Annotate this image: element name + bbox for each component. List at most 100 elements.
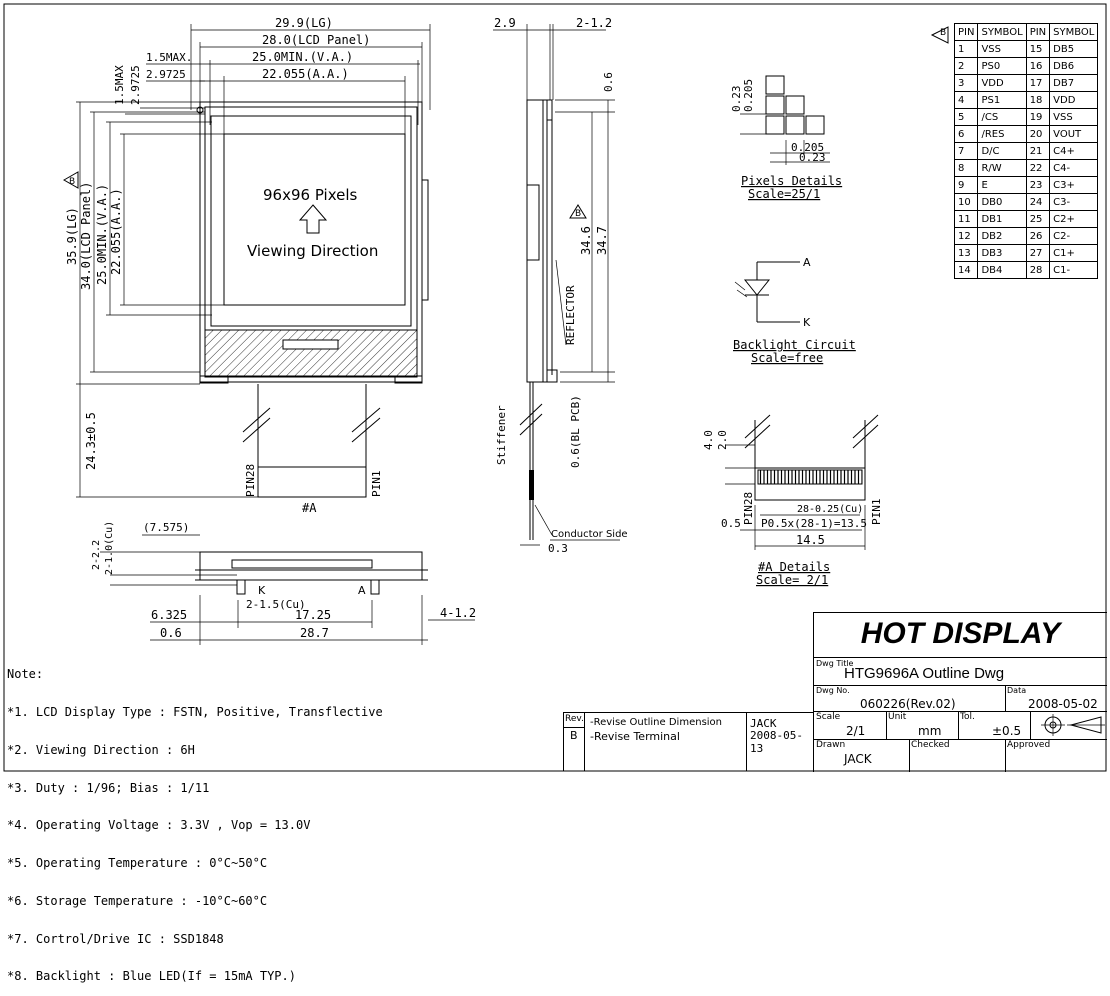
pixels-text: 96x96 Pixels — [263, 186, 358, 204]
checked-label: Checked — [911, 740, 950, 750]
pin-header: PIN — [953, 23, 979, 41]
dwg-no: 060226(Rev.02) — [860, 697, 956, 711]
pin-number-cell: 8 — [953, 159, 979, 177]
scale-label: Scale — [816, 712, 841, 722]
detail-pin1: PIN1 — [870, 499, 883, 526]
stiffener-label: Stiffener — [495, 405, 508, 465]
pin-symbol-cell: DB5 — [1049, 40, 1099, 58]
pin-number-cell: 16 — [1025, 57, 1051, 75]
pin-number-cell: 1 — [953, 40, 979, 58]
pin-symbol-cell: D/C — [977, 142, 1027, 160]
pin-number-cell: 23 — [1025, 176, 1051, 194]
note-item: *1. LCD Display Type : FSTN, Positive, T… — [7, 704, 383, 719]
viewing-direction-arrow-icon — [298, 204, 328, 234]
bottom-dim-1725: 17.25 — [295, 608, 331, 622]
pin-number-cell: 28 — [1025, 261, 1051, 279]
rev-value: B — [570, 729, 578, 742]
pin-symbol-cell: DB1 — [977, 210, 1027, 228]
note-item: *2. Viewing Direction : 6H — [7, 742, 195, 757]
revision-block: Rev. B -Revise Outline Dimension -Revise… — [563, 712, 814, 771]
detail-a-title: #A Details — [758, 560, 830, 574]
pin-number-cell: 13 — [953, 244, 979, 262]
pin-symbol-cell: VDD — [977, 74, 1027, 92]
pin-symbol-cell: DB7 — [1049, 74, 1099, 92]
note-item: *3. Duty : 1/96; Bias : 1/11 — [7, 780, 210, 795]
bottom-dim-22: 2-2.2 — [91, 540, 102, 570]
dim-offset: 2.9725 — [146, 68, 186, 81]
pixels-dim-0205: 0.205 — [742, 79, 755, 112]
side-dim-2-1-2: 2-1.2 — [576, 16, 612, 30]
pin-symbol-cell: C1+ — [1049, 244, 1099, 262]
pin-number-cell: 15 — [1025, 40, 1051, 58]
revision-triangle — [62, 171, 79, 189]
pin-symbol-cell: C2+ — [1049, 210, 1099, 228]
side-revision-mark: B — [575, 209, 581, 219]
backlight-scale: Scale=free — [751, 351, 823, 365]
pin-number-cell: 9 — [953, 176, 979, 194]
drawing-border — [3, 3, 1107, 772]
bl-pcb-label: 0.6(BL PCB) — [569, 395, 582, 468]
pin-symbol-cell: /CS — [977, 108, 1027, 126]
pin-number-cell: 14 — [953, 261, 979, 279]
dwg-title-label: Dwg Title — [816, 659, 854, 668]
pin-number-cell: 24 — [1025, 193, 1051, 211]
bottom-dim-7575: (7.575) — [143, 521, 189, 534]
bottom-dim-10cu: 2-1.0(Cu) — [104, 521, 115, 575]
pixels-dim-0205-h: 0.205 — [791, 141, 824, 154]
rev-label: Rev. — [565, 714, 584, 724]
pin-number-cell: 22 — [1025, 159, 1051, 177]
dim-fpc-length: 24.3±0.5 — [84, 412, 98, 470]
conductor-side-label: Conductor Side — [551, 529, 628, 540]
tol-label: Tol. — [960, 712, 975, 722]
unit-value: mm — [918, 724, 942, 738]
revision-mark: B — [69, 177, 75, 187]
pin-symbol-cell: VOUT — [1049, 125, 1099, 143]
pin-symbol-cell: /RES — [977, 125, 1027, 143]
title-block: HOT DISPLAY Dwg Title HTG9696A Outline D… — [813, 612, 1107, 772]
dim-overall-height: 35.9(LG) — [65, 207, 79, 265]
pixels-scale: Scale=25/1 — [748, 187, 820, 201]
bottom-view: K A 2-1.5(Cu) (7.575) 2-2.2 2-1.0(Cu) 6.… — [91, 521, 476, 645]
data-value: 2008-05-02 — [1028, 697, 1098, 711]
dim-max: 1.5MAX. — [146, 51, 192, 64]
dim-aa-height: 22.055(A.A.) — [109, 188, 123, 275]
notes: Note: *1. LCD Display Type : FSTN, Posit… — [7, 643, 383, 996]
data-label: Data — [1007, 686, 1027, 695]
pin-symbol-cell: C4- — [1049, 159, 1099, 177]
backlight-title: Backlight Circuit — [733, 338, 856, 352]
detail-a-scale: Scale= 2/1 — [756, 573, 828, 587]
drawn-label: Drawn — [816, 740, 846, 750]
side-dim-03: 0.3 — [548, 542, 568, 555]
detail-dim-05: 0.5 — [721, 517, 741, 530]
dim-lcd-panel-width: 28.0(LCD Panel) — [262, 33, 370, 47]
rev-by: JACK — [750, 717, 777, 730]
company-name: HOT DISPLAY — [860, 617, 1061, 650]
pin-number-cell: 2 — [953, 57, 979, 75]
dwg-no-label: Dwg No. — [816, 686, 850, 695]
pin-table-header: PIN SYMBOL PIN SYMBOL — [953, 23, 1099, 41]
pin-symbol-cell: C2- — [1049, 227, 1099, 245]
pin-symbol-cell: E — [977, 176, 1027, 194]
pin-number-cell: 18 — [1025, 91, 1051, 109]
side-dim-346: 34.6 — [579, 226, 593, 255]
active-area — [223, 133, 406, 306]
backlight-k-label: K — [803, 316, 811, 329]
dim-va-height: 25.0MIN.(V.A.) — [95, 184, 109, 285]
side-dim-347: 34.7 — [595, 226, 609, 255]
pixels-details: 0.23 0.205 0.205 0.23 Pixels Details Sca… — [730, 75, 842, 201]
hash-a-label: #A — [302, 501, 317, 515]
backlight-a-label: A — [803, 256, 811, 269]
pin-number-cell: 27 — [1025, 244, 1051, 262]
backlight-circuit: A K Backlight Circuit Scale=free — [733, 256, 856, 365]
bottom-k-label: K — [258, 584, 266, 597]
rev-line2: -Revise Terminal — [590, 730, 680, 743]
detail-a: 4.0 2.0 PIN28 PIN1 28-0.25(Cu) 0.5 P0.5x… — [702, 414, 883, 587]
pixels-title: Pixels Details — [741, 174, 842, 188]
symbol-header: SYMBOL — [977, 23, 1027, 41]
dim-top-max: 1.5MAX — [113, 65, 126, 105]
pin-symbol-cell: DB2 — [977, 227, 1027, 245]
